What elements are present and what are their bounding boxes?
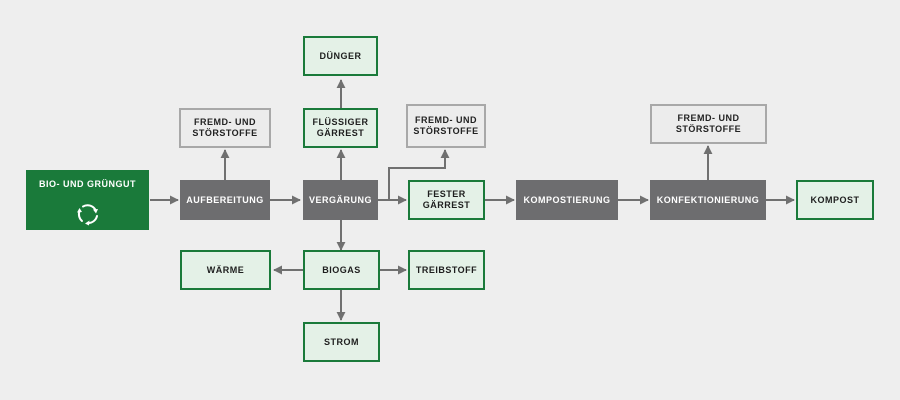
node-fremd-und-stoerstoffe-konfektionierung: FREMD- UND STÖRSTOFFE	[650, 104, 767, 144]
node-label: DÜNGER	[319, 50, 362, 61]
node-label-line-2: GÄRREST	[316, 128, 365, 138]
node-kompostierung: KOMPOSTIERUNG	[516, 180, 618, 220]
node-label-line-1: FREMD- UND	[415, 115, 477, 125]
node-label: KOMPOSTIERUNG	[523, 194, 611, 205]
recycle-icon	[76, 204, 98, 226]
node-fremd-und-stoerstoffe-gaerrest: FREMD- UND STÖRSTOFFE	[406, 104, 486, 148]
node-label: TREIBSTOFF	[415, 264, 478, 275]
node-label: AUFBEREITUNG	[186, 194, 264, 205]
arrow-fester-gaerrest-to-stoerstoffe	[388, 149, 450, 200]
node-label: VERGÄRUNG	[308, 194, 372, 205]
node-label-line-2: STÖRSTOFFE	[413, 126, 479, 136]
node-konfektionierung: KONFEKTIONIERUNG	[650, 180, 766, 220]
node-label: WÄRME	[206, 264, 245, 275]
node-biogas: BIOGAS	[303, 250, 380, 290]
node-duenger: DÜNGER	[303, 36, 378, 76]
node-label-line-1: FESTER	[427, 189, 466, 199]
node-fluessiger-gaerrest: FLÜSSIGER GÄRREST	[303, 108, 378, 148]
node-kompost: KOMPOST	[796, 180, 874, 220]
node-aufbereitung: AUFBEREITUNG	[180, 180, 270, 220]
node-bio-und-gruengut: BIO- UND GRÜNGUT	[26, 170, 149, 230]
node-label-line-2: STÖRSTOFFE	[675, 124, 742, 134]
node-vergaerung: VERGÄRUNG	[303, 180, 378, 220]
node-fester-gaerrest: FESTER GÄRREST	[408, 180, 485, 220]
node-treibstoff: TREIBSTOFF	[408, 250, 485, 290]
node-fremd-und-stoerstoffe-aufbereitung: FREMD- UND STÖRSTOFFE	[179, 108, 271, 148]
node-waerme: WÄRME	[180, 250, 271, 290]
node-label: KOMPOST	[810, 194, 860, 205]
node-label-line-1: FLÜSSIGER	[312, 117, 369, 127]
node-label: STROM	[324, 336, 359, 347]
node-label-line-1: FREMD- UND	[194, 117, 256, 127]
node-label: BIOGAS	[322, 264, 361, 275]
node-label: BIO- UND GRÜNGUT	[39, 179, 136, 189]
node-label-line-2: GÄRREST	[422, 200, 471, 210]
node-label-line-2: STÖRSTOFFE	[192, 128, 258, 138]
node-strom: STROM	[303, 322, 380, 362]
node-label-line-1: FREMD- UND	[677, 113, 740, 123]
node-label: KONFEKTIONIERUNG	[656, 194, 760, 205]
